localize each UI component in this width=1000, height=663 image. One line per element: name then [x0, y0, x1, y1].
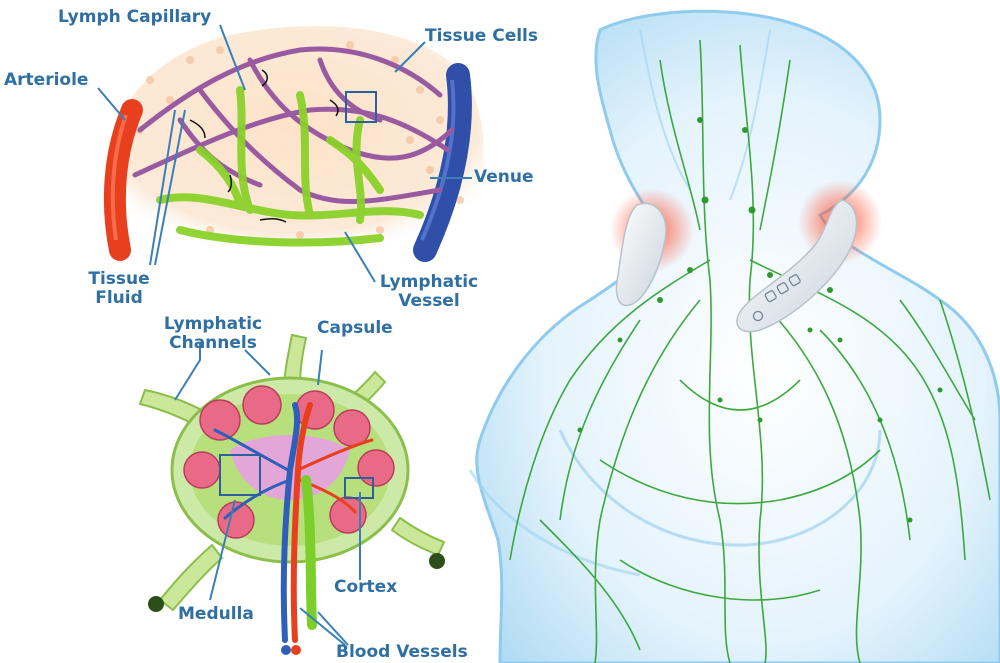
tissue-fluid-label: Tissue Fluid	[80, 270, 158, 308]
lymphatic-vessel-label: Lymphatic Vessel	[374, 273, 484, 311]
lymphatic-channels-label-line2: Channels	[169, 333, 257, 353]
leader-lines	[97, 24, 472, 646]
arteriole-label: Arteriole	[4, 70, 89, 90]
tissue-cells-label: Tissue Cells	[425, 26, 538, 46]
body-figure	[468, 9, 1000, 663]
lymphatic-vessel-label-line1: Lymphatic	[379, 272, 479, 292]
tissue-fluid-label-line1: Tissue	[88, 269, 150, 289]
tissue-fluid-label-line2: Fluid	[95, 288, 143, 308]
lymphatic-channels-label: Lymphatic Channels	[160, 315, 266, 353]
lymph-capillary-label: Lymph Capillary	[58, 7, 212, 27]
lymphatic-vessel-label-line2: Vessel	[398, 291, 460, 311]
venule-label: Venue	[474, 167, 534, 187]
blood-vessels-label: Blood Vessels	[336, 642, 468, 662]
lymphatic-channels-label-line1: Lymphatic	[163, 314, 263, 334]
neck-massager-device	[610, 180, 882, 333]
capillary-bed-diagram	[103, 26, 484, 262]
medulla-label: Medulla	[178, 604, 254, 624]
cortex-label: Cortex	[334, 577, 398, 597]
capsule-label: Capsule	[317, 318, 393, 338]
